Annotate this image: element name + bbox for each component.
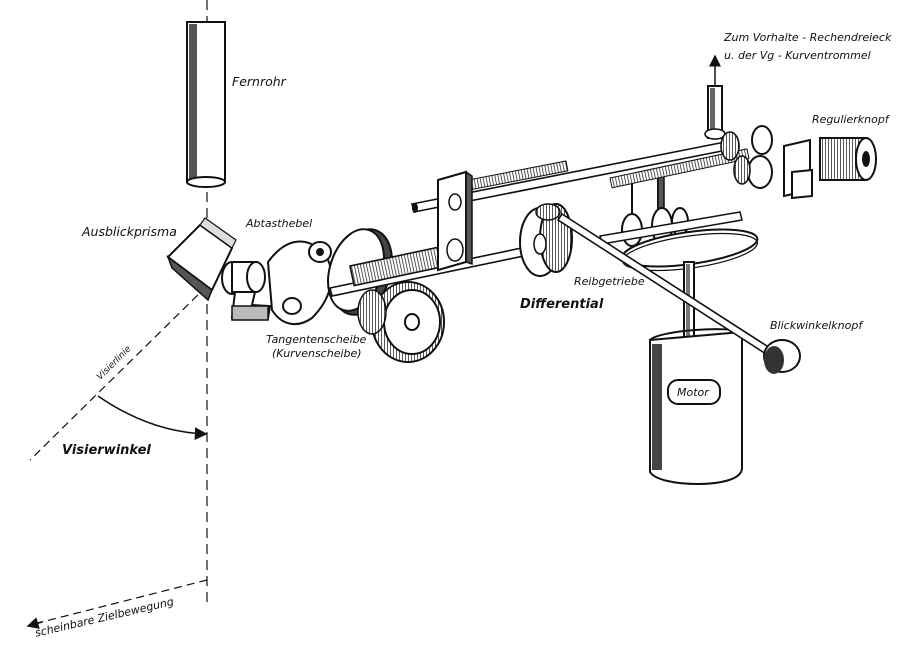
sight-line <box>29 285 208 461</box>
label-tangentenscheibe: Tangentenscheibe <box>266 333 367 346</box>
label-zum-line2: u. der Vg - Kurventrommel <box>724 49 871 62</box>
label-zum-line1: Zum Vorhalte - Rechendreieck <box>724 31 892 44</box>
prism-bearing <box>221 261 272 321</box>
label-kurvenscheibe: (Kurvenscheibe) <box>272 347 362 360</box>
target-motion-line <box>29 579 208 626</box>
label-fernrohr: Fernrohr <box>232 74 286 89</box>
adjusting-knob[interactable] <box>783 137 877 200</box>
shaft-end-bolt <box>412 203 418 213</box>
scanning-lever <box>266 240 333 326</box>
telescope <box>186 21 226 188</box>
output-shaft <box>704 54 726 140</box>
label-ausblickprisma: Ausblickprisma <box>82 224 177 239</box>
label-visierwinkel: Visierwinkel <box>62 443 151 458</box>
label-motor: Motor <box>677 386 709 399</box>
sight-angle-knob[interactable] <box>556 212 801 374</box>
viewing-prism <box>166 217 237 302</box>
drive-gear <box>357 281 445 363</box>
label-blickwinkelknopf: Blickwinkelknopf <box>770 319 863 332</box>
visier-angle-arc <box>97 395 208 440</box>
label-abtasthebel: Abtasthebel <box>246 217 313 230</box>
left-bracket <box>437 170 473 272</box>
label-reibgetriebe: Reibgetriebe <box>574 275 645 288</box>
motor <box>649 328 743 486</box>
label-differential: Differential <box>520 297 604 312</box>
label-regulierknopf: Regulierknopf <box>812 113 889 126</box>
top-gears <box>720 125 773 189</box>
